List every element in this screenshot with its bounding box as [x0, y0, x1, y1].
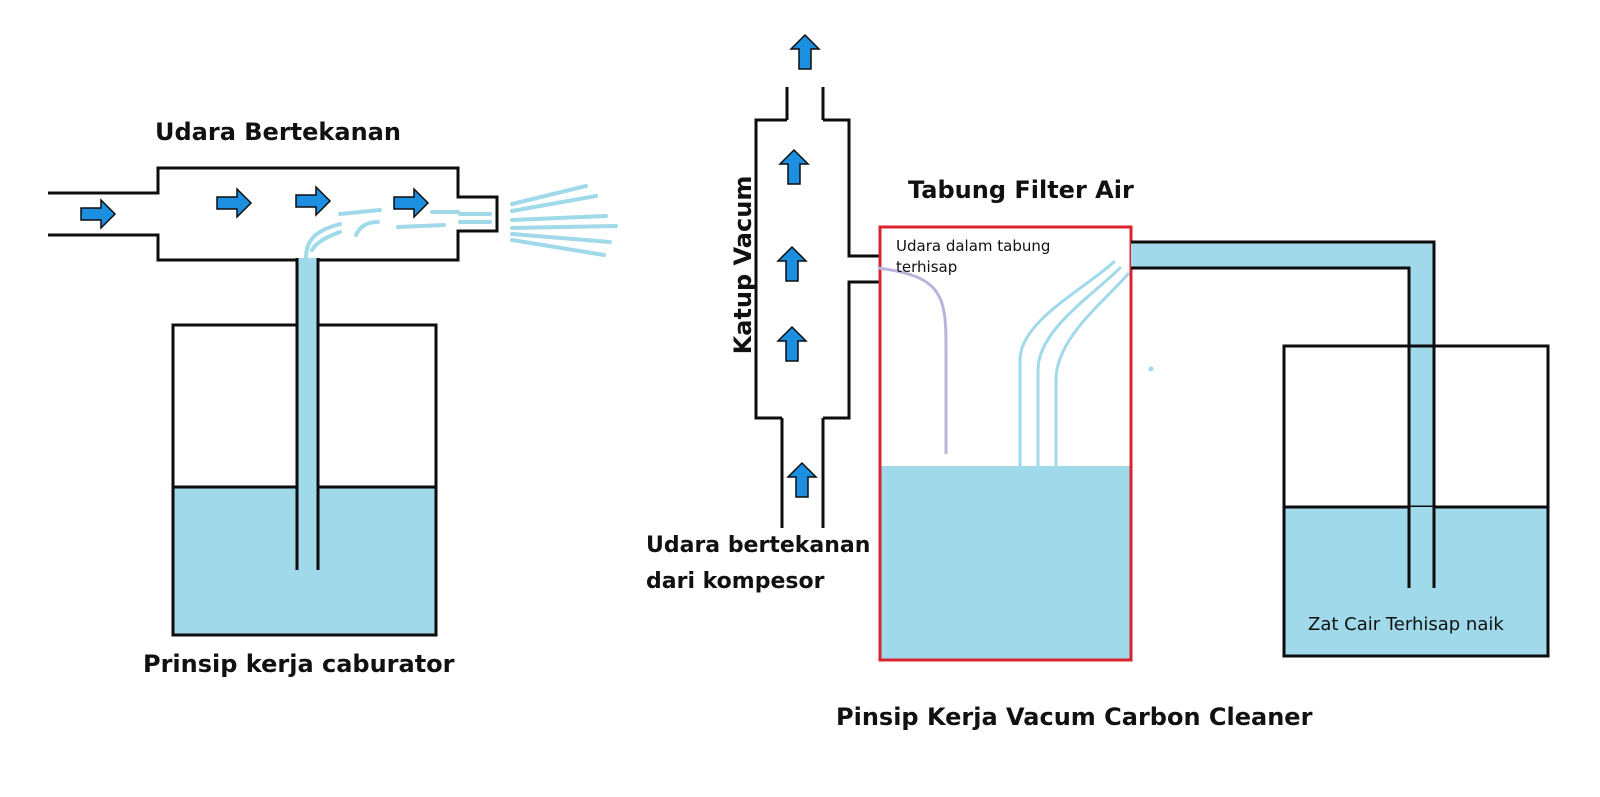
carburetor-diagram [48, 166, 618, 637]
water-filter-tank-outline [878, 225, 1133, 662]
liquid-container [1282, 344, 1550, 658]
carburetor-suction-tube-liquid [297, 258, 318, 570]
tank-air-label: Udara dalam tabung terhisap [896, 237, 1051, 276]
liquid-suction-pipe [1131, 240, 1436, 588]
liquid-suction-pipe-submerged [1409, 507, 1434, 588]
airflow-arrow-right [80, 199, 116, 229]
tank-air-suction-line [877, 266, 948, 454]
airflow-arrow-up [787, 462, 817, 498]
carburetor-caption: Prinsip kerja caburator [143, 650, 455, 678]
compressor-label-line2: dari kompesor [646, 569, 825, 594]
compressor-label-line1: Udara bertekanan [646, 533, 871, 558]
liquid-suction-pipe-wall-inner [1131, 266, 1411, 588]
carburetor-venturi-body [48, 166, 499, 262]
carburetor-air-label: Udara Bertekanan [155, 118, 401, 146]
water-droplet [1148, 366, 1154, 372]
airflow-arrow-right [216, 188, 252, 218]
vacuum-airflow-arrows [777, 34, 820, 498]
water-filter-tank [877, 225, 1154, 662]
airflow-arrow-right [393, 188, 429, 218]
liquid-rises-label: Zat Cair Terhisap naik [1308, 614, 1504, 635]
vacuum-valve [754, 87, 880, 528]
water-filter-tank-liquid [880, 466, 1131, 660]
airflow-arrow-up [779, 149, 809, 185]
carburetor-fuel-mist [304, 184, 618, 260]
tank-inflow-streams [1018, 260, 1130, 468]
liquid-container-outline [1282, 344, 1550, 658]
vacuum-valve-body [754, 118, 880, 420]
airflow-arrow-right [295, 186, 331, 216]
vacuum-valve-label: Katup Vacum [729, 175, 757, 355]
vacuum-cleaner-diagram [754, 34, 1550, 662]
airflow-arrow-up [790, 34, 820, 70]
airflow-arrow-up [777, 246, 807, 282]
vacuum-cleaner-caption: Pinsip Kerja Vacum Carbon Cleaner [836, 703, 1313, 731]
filter-tank-label: Tabung Filter Air [908, 176, 1134, 204]
liquid-suction-pipe-wall-outer [1131, 240, 1436, 588]
airflow-arrow-up [777, 326, 807, 362]
